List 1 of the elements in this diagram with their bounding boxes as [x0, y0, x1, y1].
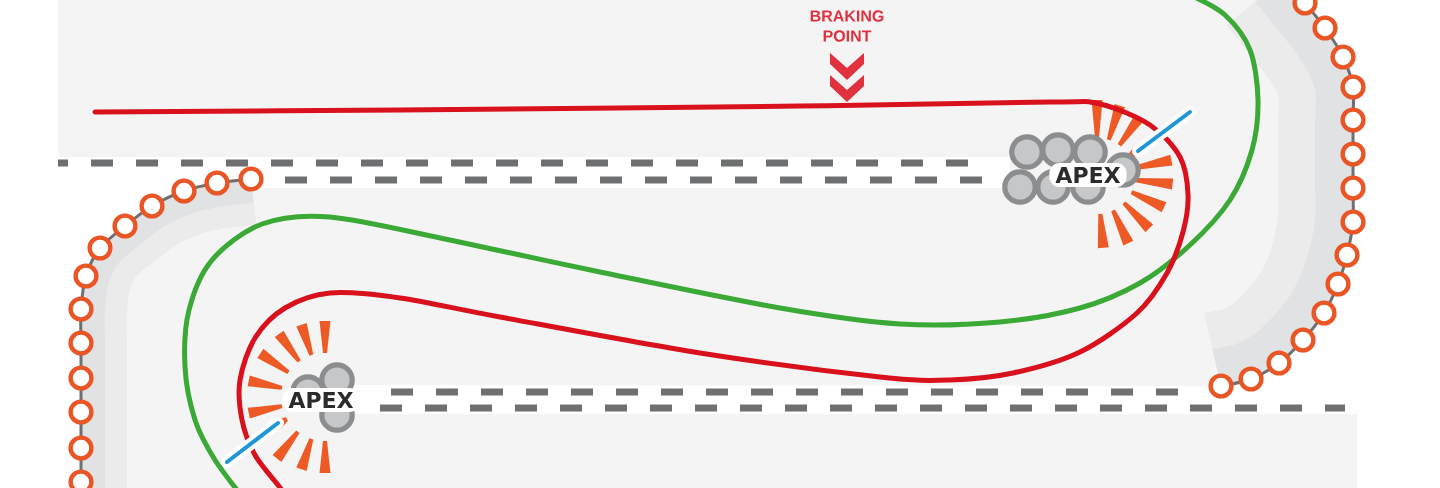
braking-point-label: BRAKING POINT — [810, 10, 884, 42]
